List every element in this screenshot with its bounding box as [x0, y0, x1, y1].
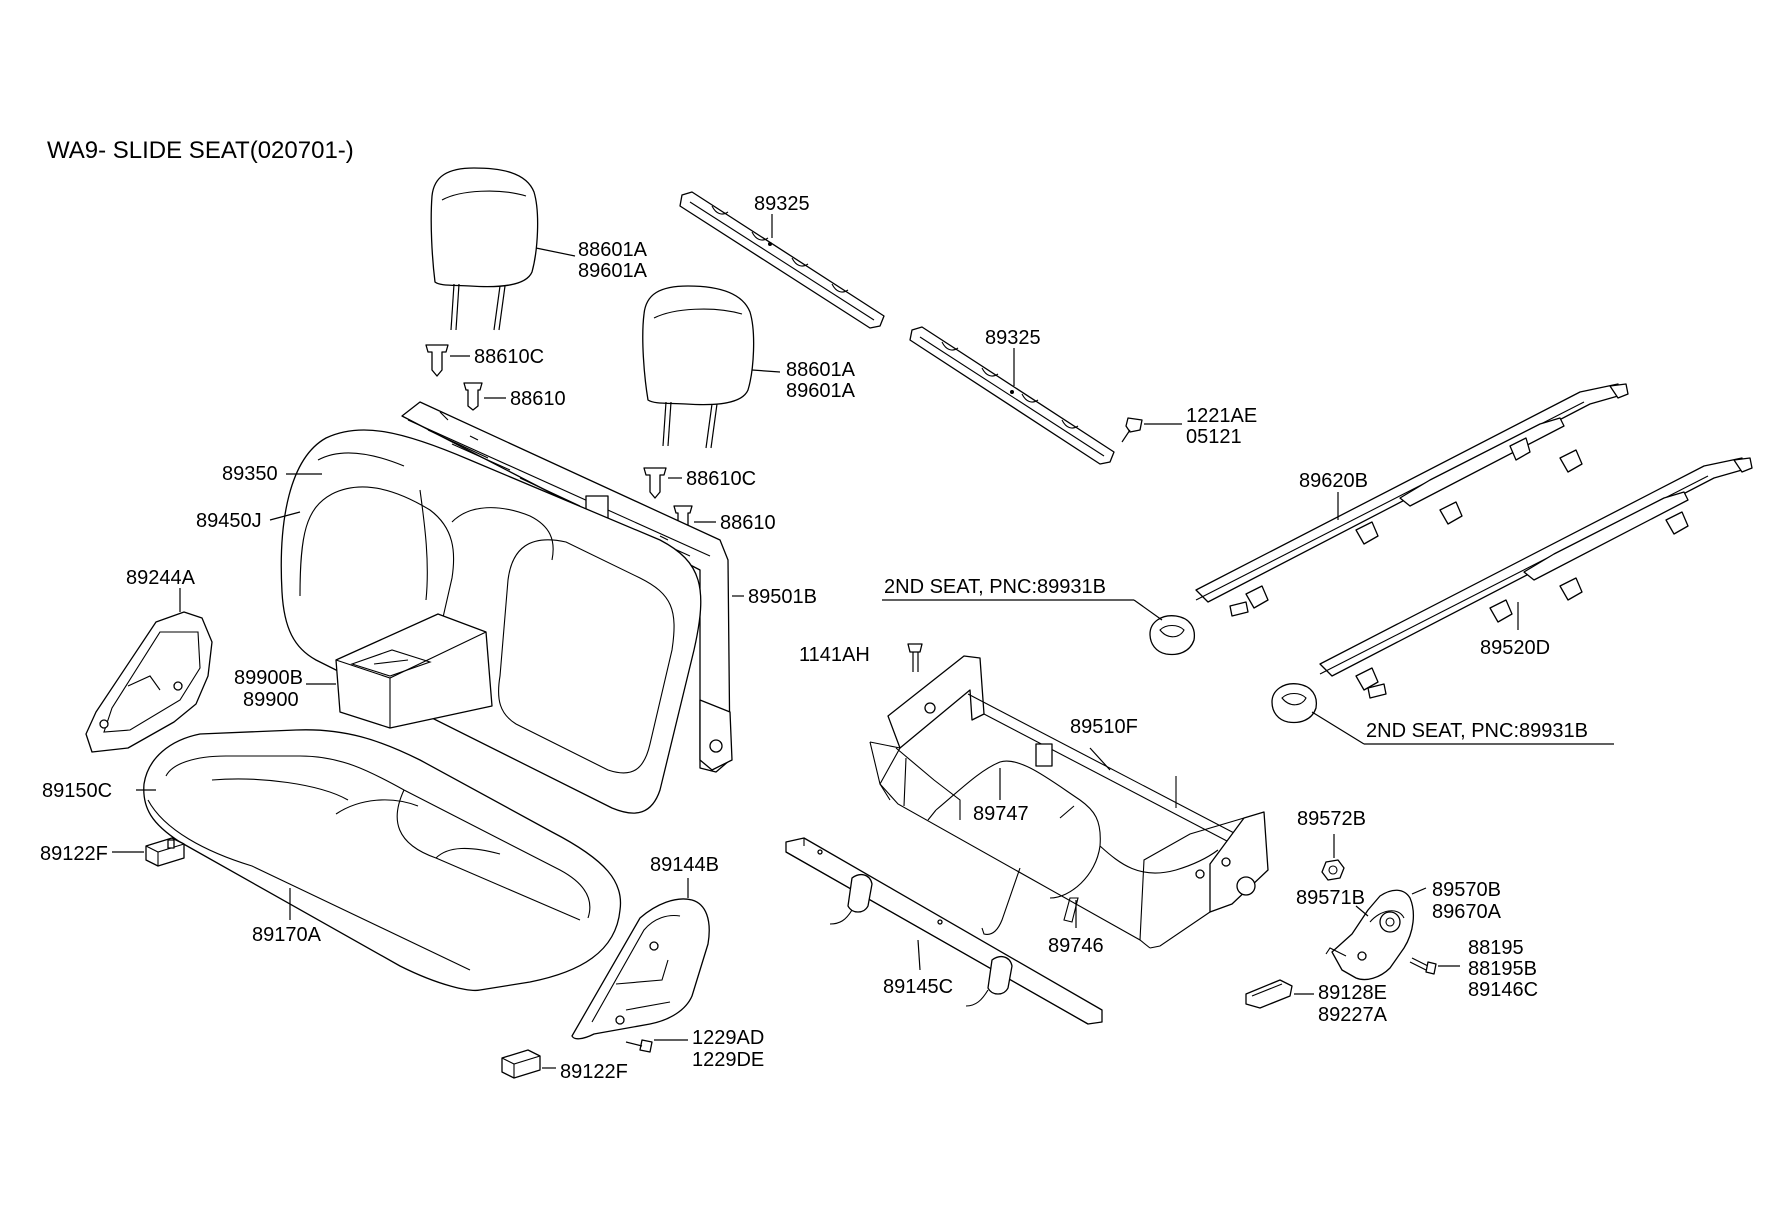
cable	[927, 760, 1219, 899]
label-89501B: 89501B	[748, 586, 817, 608]
label-89900: 89900	[243, 689, 299, 711]
seat-back-cushion	[280, 429, 702, 814]
label-89601A-right: 89601A	[786, 380, 856, 402]
leader-line	[1311, 711, 1365, 745]
label-89170A: 89170A	[252, 924, 322, 946]
label-88195: 88195	[1468, 937, 1524, 959]
label-89571B: 89571B	[1296, 887, 1365, 909]
leader-line	[1133, 599, 1163, 621]
label-89350: 89350	[222, 463, 278, 485]
label-89670A: 89670A	[1432, 901, 1502, 923]
label-89144B: 89144B	[650, 854, 719, 876]
label-89150C: 89150C	[42, 780, 112, 802]
label-89122F-bottom: 89122F	[560, 1061, 628, 1083]
headrest-guide-left-c	[425, 344, 449, 377]
label-89325-mid: 89325	[985, 327, 1041, 349]
bolt-1229AD	[625, 1039, 653, 1053]
label-89450J: 89450J	[196, 510, 262, 532]
label-88195B: 88195B	[1468, 958, 1537, 980]
leader-line	[269, 511, 301, 521]
label-88601A-right: 88601A	[786, 359, 856, 381]
seat-cushion	[143, 729, 622, 992]
leader-line	[1411, 887, 1427, 895]
leader-line	[535, 247, 576, 257]
leader-line	[917, 939, 921, 971]
label-89128E: 89128E	[1318, 982, 1387, 1004]
leader-line	[751, 369, 781, 373]
label-89572B: 89572B	[1297, 808, 1366, 830]
label-1229DE: 1229DE	[692, 1049, 764, 1071]
label-89145C: 89145C	[883, 976, 953, 998]
label-89122F-left: 89122F	[40, 843, 108, 865]
armrest	[335, 613, 493, 729]
second-seat-part-lower	[1271, 683, 1318, 724]
headrest-guide-right-c	[643, 467, 667, 499]
label-89325-top: 89325	[754, 193, 810, 215]
seat-back-frame	[401, 401, 733, 788]
stopper-left	[145, 837, 185, 867]
headrest-left	[430, 167, 539, 331]
label-89746: 89746	[1048, 935, 1104, 957]
headrest-right	[642, 285, 755, 449]
stopper-bottom	[501, 1049, 541, 1079]
bolt-88195	[1409, 957, 1437, 975]
label-89601A-left: 89601A	[578, 260, 648, 282]
label-89227A: 89227A	[1318, 1004, 1388, 1026]
second-seat-part-upper	[1149, 615, 1196, 656]
cushion-frame	[869, 655, 1269, 949]
back-panel-middle	[909, 326, 1115, 465]
label-2nd-seat-upper: 2ND SEAT, PNC:89931B	[884, 576, 1106, 598]
label-88610C-left: 88610C	[474, 346, 544, 368]
diagram-title: WA9- SLIDE SEAT(020701-)	[47, 137, 354, 164]
label-88610-left: 88610	[510, 388, 566, 410]
label-89747: 89747	[973, 803, 1029, 825]
label-88610C-right: 88610C	[686, 468, 756, 490]
screw-1221AE	[1121, 417, 1143, 443]
wire	[981, 867, 1079, 935]
label-89146C: 89146C	[1468, 979, 1538, 1001]
label-88610-right: 88610	[720, 512, 776, 534]
label-89900B: 89900B	[234, 667, 303, 689]
label-05121: 05121	[1186, 426, 1242, 448]
label-89570B: 89570B	[1432, 879, 1501, 901]
label-1229AD: 1229AD	[692, 1027, 764, 1049]
bolt-1141AH	[907, 643, 923, 672]
leader-line	[1355, 905, 1369, 917]
side-cover-left	[85, 611, 213, 753]
leader-line	[1089, 747, 1111, 771]
label-89244A: 89244A	[126, 567, 196, 589]
label-2nd-seat-lower: 2ND SEAT, PNC:89931B	[1366, 720, 1588, 742]
label-1141AH: 1141AH	[799, 644, 870, 666]
label-1221AE: 1221AE	[1186, 405, 1257, 427]
knob-89128E	[1245, 979, 1293, 1009]
label-89510F: 89510F	[1070, 716, 1138, 738]
label-89620B: 89620B	[1299, 470, 1368, 492]
label-88601A-left: 88601A	[578, 239, 648, 261]
label-89520D: 89520D	[1480, 637, 1550, 659]
nut-89572B	[1321, 859, 1345, 881]
cross-bar	[785, 837, 1103, 1025]
slide-rail-upper	[1195, 383, 1629, 617]
side-cover-right	[571, 898, 710, 1040]
headrest-guide-left	[463, 382, 483, 411]
slide-rail-lower	[1319, 457, 1753, 699]
back-panel-upper	[679, 191, 885, 329]
recliner-bracket	[1325, 889, 1415, 981]
